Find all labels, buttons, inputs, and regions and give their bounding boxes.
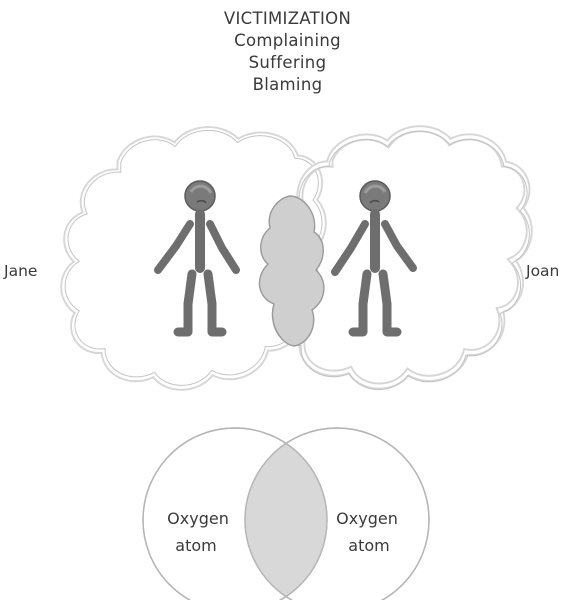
subtitle-line-complaining: Complaining xyxy=(234,31,341,50)
right-atom-label-line2: atom xyxy=(348,536,389,555)
title-block: VICTIMIZATION Complaining Suffering Blam… xyxy=(0,8,575,96)
left-atom-label-line1: Oxygen xyxy=(167,509,229,528)
diagram-title: VICTIMIZATION xyxy=(223,9,352,28)
joan-figure xyxy=(331,180,417,337)
cloud-overlap-region xyxy=(258,195,325,347)
left-atom-label-line2: atom xyxy=(175,536,216,555)
person-label-joan: Joan xyxy=(526,262,560,280)
subtitle-line-blaming: Blaming xyxy=(252,75,323,94)
person-label-jane: Jane xyxy=(4,262,38,280)
oxygen-atoms-venn: Oxygen atom Oxygen atom xyxy=(142,427,430,600)
right-atom-label-line1: Oxygen xyxy=(336,509,398,528)
jane-figure xyxy=(154,180,240,337)
shared-electron-region xyxy=(245,428,327,600)
subtitle-line-suffering: Suffering xyxy=(248,53,327,72)
